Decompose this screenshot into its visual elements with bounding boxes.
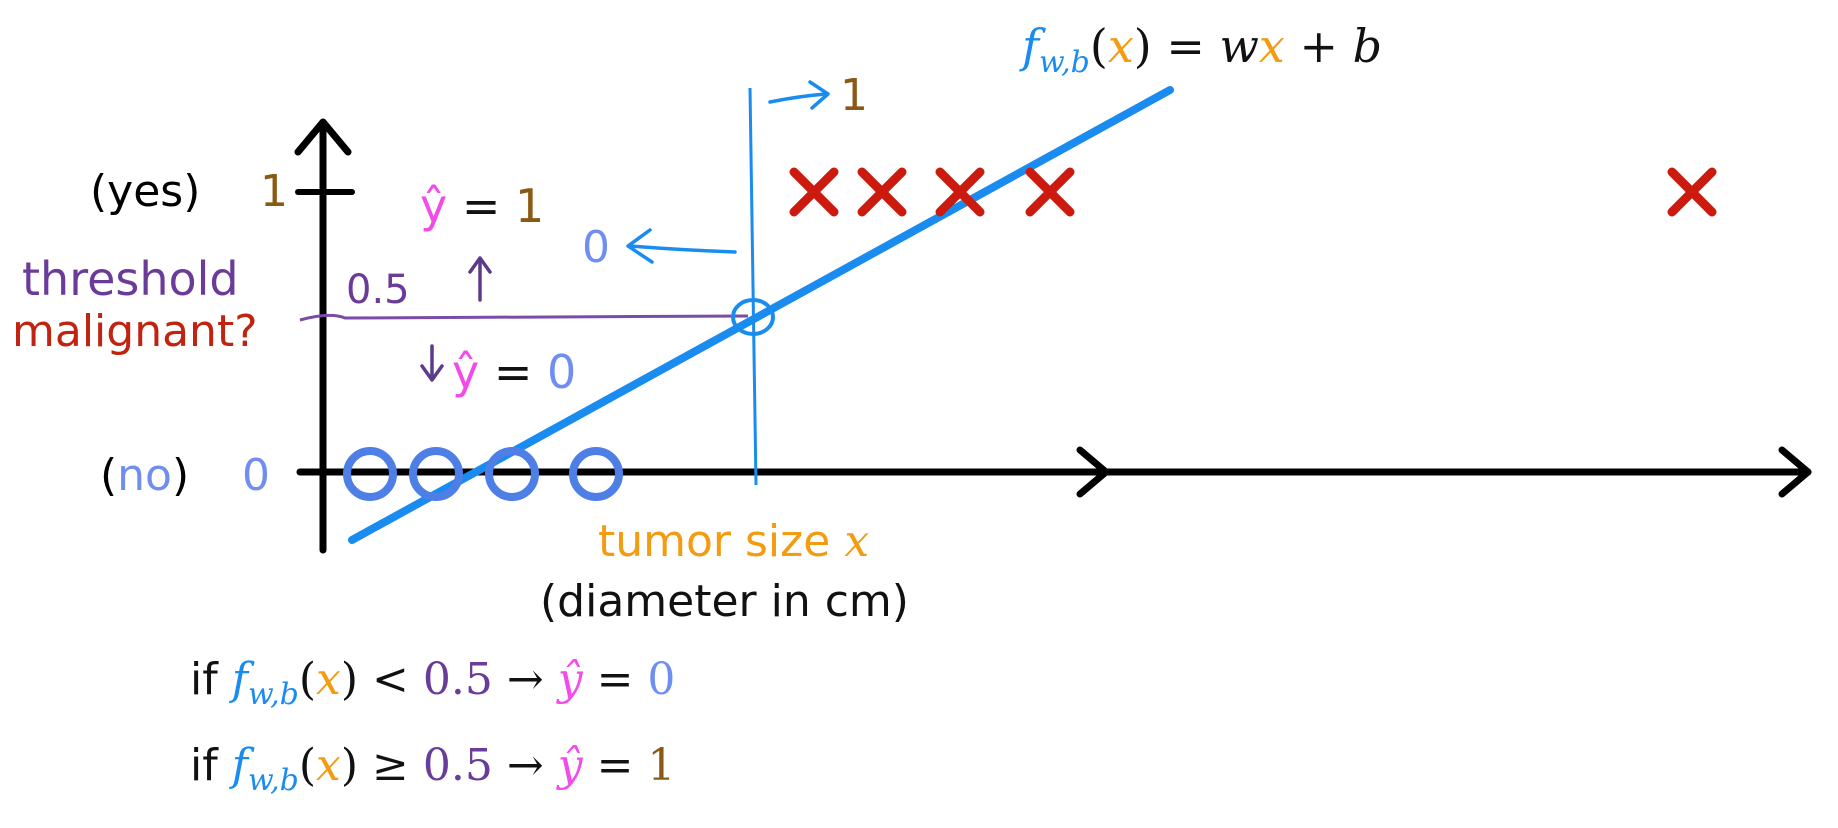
arrow-icon: [420, 364, 444, 382]
arrow-icon: [808, 80, 830, 110]
x-mark-icon: [1667, 167, 1717, 217]
x-axis-title: tumor size x: [598, 516, 869, 567]
y-axis-arrow-icon: [294, 118, 352, 156]
x-mark-icon: [857, 167, 907, 217]
decision-boundary-line: [748, 87, 758, 486]
malignant-markers: [789, 167, 1717, 217]
axes: [294, 118, 1812, 554]
no-word: no: [117, 450, 172, 501]
x-mark-icon: [935, 167, 985, 217]
arrow-icon: [468, 256, 492, 274]
threshold-word: threshold: [22, 252, 239, 306]
right-arrow-value: 1: [840, 70, 868, 121]
benign-markers: [343, 447, 623, 501]
arrow-icon: [626, 228, 654, 264]
yes-value: 1: [260, 166, 288, 217]
rule-above-threshold: if fw,b(x) ≥ 0.5 → ŷ = 1: [190, 740, 675, 798]
circle-icon: [485, 447, 539, 501]
intersection-circle-icon: [731, 298, 775, 336]
threshold-line: [299, 313, 749, 322]
model-formula: fw,b(x) = wx + b: [1019, 19, 1382, 80]
no-paren-close: ): [172, 450, 189, 501]
circle-icon: [569, 447, 623, 501]
threshold-arrows: [420, 256, 492, 382]
yes-label: (yes): [90, 166, 200, 217]
rule-below-threshold: if fw,b(x) < 0.5 → ŷ = 0: [190, 654, 675, 712]
x-axis-subtitle: (diameter in cm): [540, 576, 909, 627]
circle-icon: [409, 447, 463, 501]
arrow-icon: [628, 244, 737, 254]
yhat-upper: ŷ = 1: [420, 179, 544, 233]
malignant-question: malignant?: [12, 306, 258, 357]
no-paren-open: (: [100, 450, 117, 501]
left-arrow-value: 0: [582, 222, 610, 273]
threshold-value: 0.5: [346, 267, 410, 313]
x-axis-arrow-mid-icon: [1076, 446, 1110, 498]
x-axis-arrow-end-icon: [1778, 446, 1812, 498]
x-mark-icon: [789, 167, 839, 217]
arrow-icon: [768, 92, 828, 104]
no-label: (no): [100, 450, 189, 501]
boundary-arrows: [626, 80, 830, 264]
x-mark-icon: [1025, 167, 1075, 217]
no-value: 0: [242, 450, 270, 501]
yhat-lower: ŷ = 0: [452, 345, 576, 399]
circle-icon: [343, 447, 397, 501]
